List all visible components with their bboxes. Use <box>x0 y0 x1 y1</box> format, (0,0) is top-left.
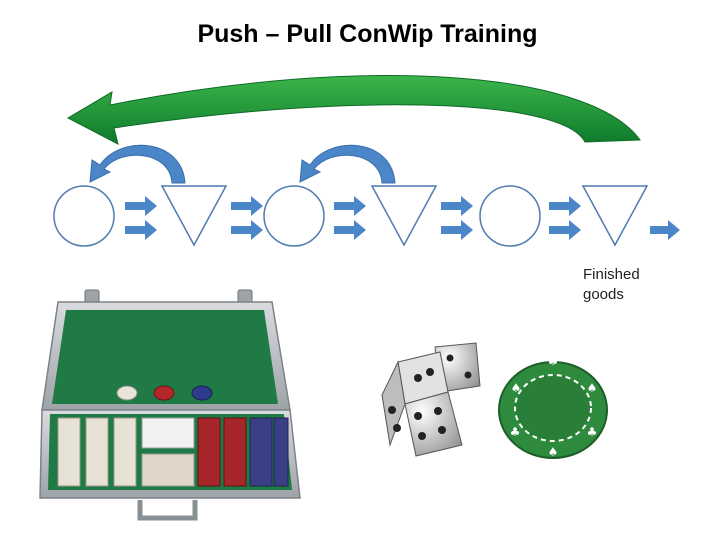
feedback-arrow-2 <box>299 144 396 184</box>
svg-text:♠: ♠ <box>548 445 559 459</box>
flow-arrows-5 <box>549 196 581 240</box>
flow-arrows-4 <box>441 196 473 240</box>
svg-text:♠: ♠ <box>587 381 598 395</box>
svg-text:♣: ♣ <box>510 425 521 439</box>
finished-goods-label: Finished goods <box>583 265 640 305</box>
slide-title: Push – Pull ConWip Training <box>197 20 538 48</box>
stage-buffer-2 <box>370 185 438 247</box>
feedback-arrow-1 <box>89 144 186 184</box>
svg-text:♠: ♠ <box>511 381 522 395</box>
flow-arrows-1 <box>125 196 157 240</box>
flow-arrows-3 <box>334 196 366 240</box>
output-arrow <box>650 220 680 240</box>
svg-text:♣: ♣ <box>587 425 598 439</box>
poker-chip-case-icon <box>39 289 301 521</box>
stage-process-2 <box>263 185 325 247</box>
conwip-return-arrow <box>66 75 641 145</box>
stage-process-3 <box>479 185 541 247</box>
finished-goods-line2: goods <box>583 286 624 303</box>
svg-text:♣: ♣ <box>548 354 559 368</box>
stage-process-1 <box>53 185 115 247</box>
dice-icon <box>381 342 481 457</box>
finished-goods-line1: Finished <box>583 266 640 283</box>
poker-chip-icon: ♣ ♠ ♠ ♣ ♣ ♠ <box>498 354 608 459</box>
stage-buffer-3 <box>581 185 649 247</box>
flow-arrows-2 <box>231 196 263 240</box>
stage-buffer-1 <box>160 185 228 247</box>
